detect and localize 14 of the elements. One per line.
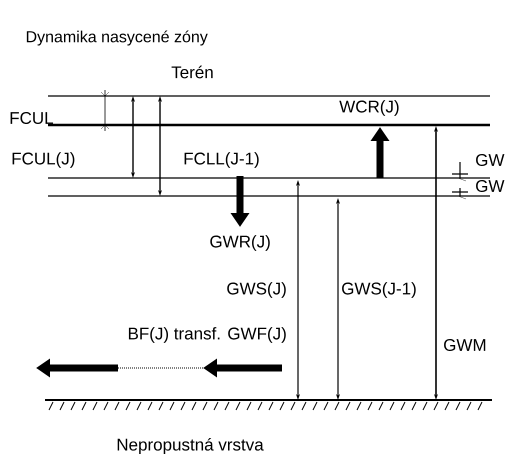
label-text: FCUL(J) xyxy=(12,152,74,168)
label-text: Nepropustná vrstva xyxy=(118,438,264,454)
label-text: WCR(J) xyxy=(339,100,399,116)
label-text: BF(J) transf. GWF(J) xyxy=(128,327,286,343)
label-text: FCUL xyxy=(10,112,54,124)
label-text: GWS(J) xyxy=(227,282,286,298)
label-text: GWM xyxy=(444,338,486,352)
title: Dynamika nasycené zóny xyxy=(26,30,208,46)
label-text: GWR(J) xyxy=(210,235,270,251)
label-text: Terén xyxy=(172,66,213,78)
label-text: GW xyxy=(476,154,504,166)
label-text: FCLL(J-1) xyxy=(184,152,259,168)
label-text: GW xyxy=(476,180,504,192)
label-text: GWS(J-1) xyxy=(342,282,416,298)
